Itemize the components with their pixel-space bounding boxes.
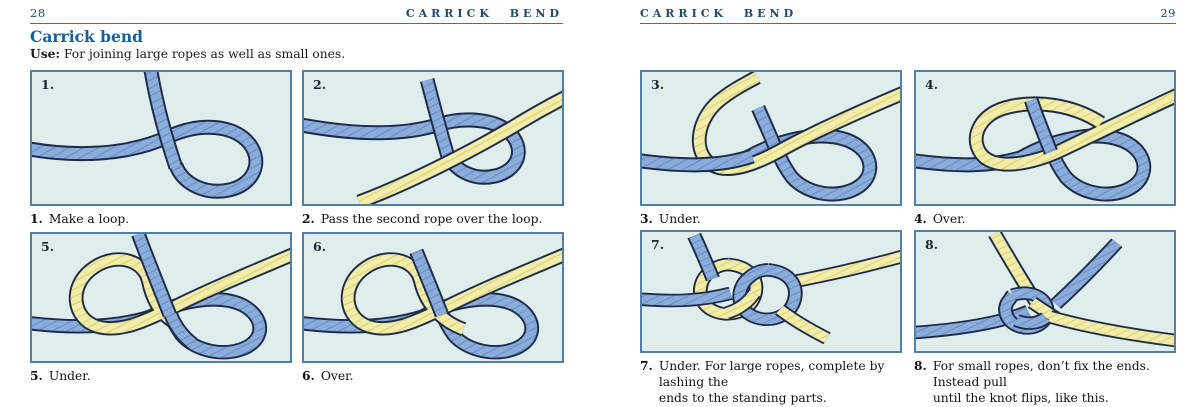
caption-text: Pass the second rope over the loop.: [320, 212, 543, 226]
section-title: Carrick bend: [30, 27, 143, 46]
caption-text: Under.: [48, 369, 91, 383]
use-line: Use: For joining large ropes as well as …: [30, 46, 349, 61]
caption-number: 1.: [30, 211, 43, 226]
panel-step-2: 2. 2. Pass the second rope over the loop…: [302, 70, 564, 227]
panel-frame: 6.: [302, 232, 564, 363]
page-number-left: 28: [30, 6, 46, 20]
knot-illustration-step-1: [32, 72, 264, 199]
panel-step-1: 1. 1. Make a loop.: [30, 70, 292, 227]
use-text: For joining large ropes as well as small…: [63, 47, 346, 61]
panel-caption: 5. Under.: [30, 368, 292, 384]
caption-number: 2.: [302, 211, 315, 226]
caption-number: 6.: [302, 368, 315, 383]
knot-illustration-step-3: [642, 72, 900, 202]
knot-illustration-step-4: [916, 88, 1174, 202]
caption-text: Over.: [320, 369, 354, 383]
caption-number: 3.: [640, 211, 653, 226]
caption-number: 8.: [914, 358, 927, 373]
panel-caption: 8. For small ropes, don’t fix the ends. …: [914, 358, 1176, 407]
caption-text: Under. For large ropes, complete by lash…: [658, 359, 885, 406]
panel-step-7: 7. 7. Under. For large ropes, complete b…: [640, 230, 902, 407]
panel-caption: 1. Make a loop.: [30, 211, 292, 227]
caption-number: 5.: [30, 368, 43, 383]
panel-step-8: 8. 8. For small ropes, don’t fix the end…: [914, 230, 1176, 407]
page-number-right: 29: [1160, 6, 1176, 20]
panel-number: 8.: [925, 237, 939, 252]
panel-frame: 7.: [640, 230, 902, 353]
panel-step-3: 3. 3. Under.: [640, 70, 902, 227]
panel-number: 7.: [651, 237, 665, 252]
caption-text: Under.: [658, 212, 701, 226]
knot-illustration-step-8: [916, 232, 1174, 348]
panel-frame: 1.: [30, 70, 292, 206]
panel-frame: 2.: [302, 70, 564, 206]
knot-illustration-step-6: [304, 247, 562, 360]
panel-frame: 5.: [30, 232, 292, 363]
caption-text: Make a loop.: [48, 212, 130, 226]
caption-number: 4.: [914, 211, 927, 226]
panel-number: 6.: [313, 239, 327, 254]
panel-step-6: 6. 6. Over.: [302, 232, 564, 384]
panel-caption: 4. Over.: [914, 211, 1176, 227]
knot-illustration-step-7: [642, 232, 900, 345]
panel-step-4: 4. 4. Over.: [914, 70, 1176, 227]
use-label: Use:: [30, 46, 61, 61]
panel-frame: 8.: [914, 230, 1176, 353]
panel-number: 1.: [41, 77, 55, 92]
panel-number: 2.: [313, 77, 327, 92]
panel-caption: 3. Under.: [640, 211, 902, 227]
panel-number: 4.: [925, 77, 939, 92]
panel-caption: 7. Under. For large ropes, complete by l…: [640, 358, 902, 407]
knot-illustration-step-2: [304, 78, 562, 204]
panel-frame: 3.: [640, 70, 902, 206]
running-head-left: CARRICK BEND: [405, 7, 563, 20]
panel-step-5: 5. 5. Under.: [30, 232, 292, 384]
panel-caption: 2. Pass the second rope over the loop.: [302, 211, 564, 227]
panel-caption: 6. Over.: [302, 368, 564, 384]
panel-number: 3.: [651, 77, 665, 92]
running-head-right: CARRICK BEND: [640, 7, 798, 20]
left-page-header: 28 CARRICK BEND: [30, 6, 563, 24]
caption-text: Over.: [932, 212, 966, 226]
panel-frame: 4.: [914, 70, 1176, 206]
knot-illustration-step-5: [32, 234, 290, 360]
caption-text: For small ropes, don’t fix the ends. Ins…: [932, 359, 1150, 406]
panel-number: 5.: [41, 239, 55, 254]
caption-number: 7.: [640, 358, 653, 373]
right-page-header: CARRICK BEND 29: [640, 6, 1176, 24]
